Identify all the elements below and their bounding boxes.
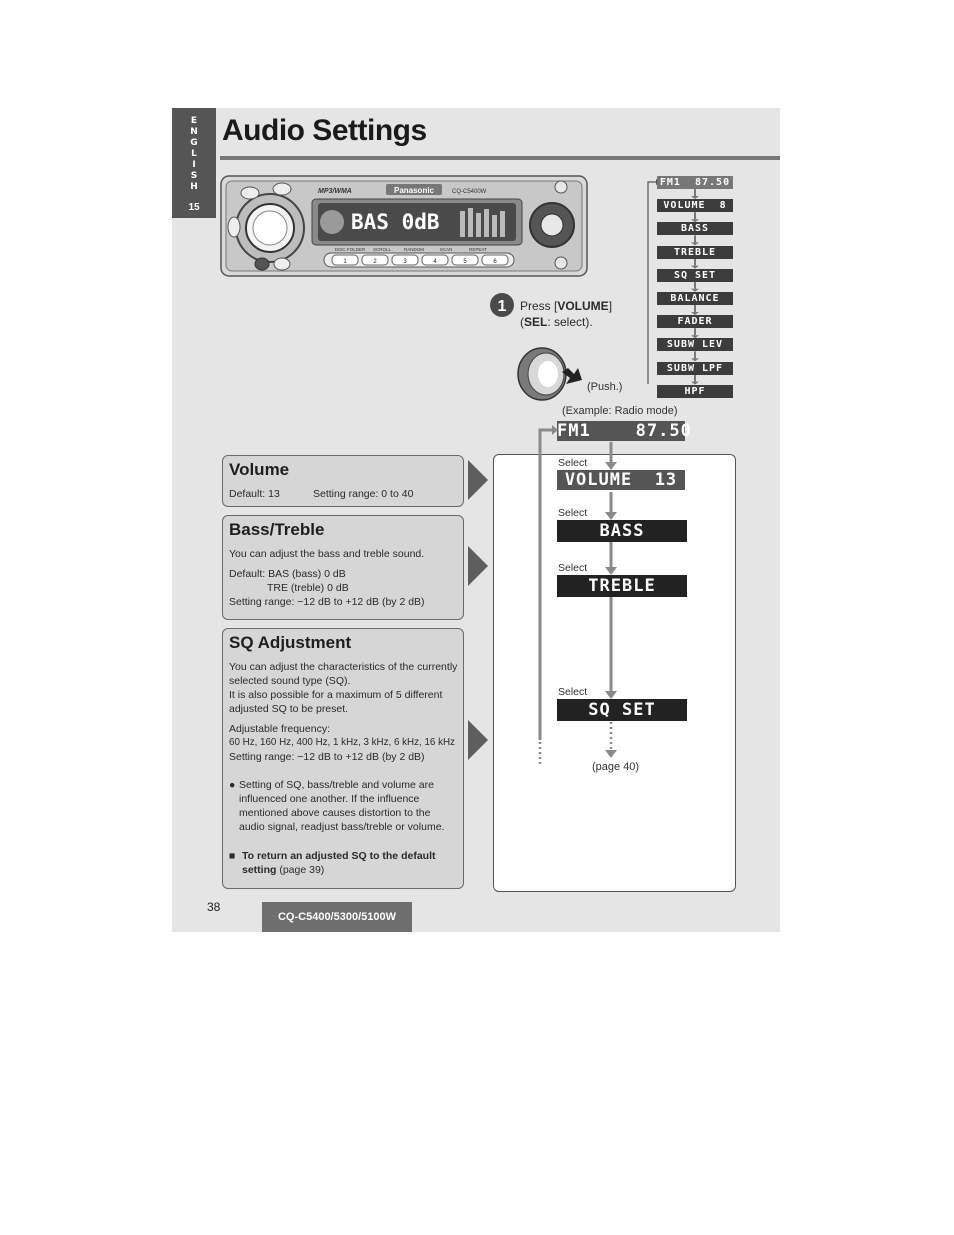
preset-button	[331, 254, 359, 266]
flow-top-display: FM1 87.50	[557, 421, 692, 441]
brand-label: Panasonic	[394, 186, 435, 195]
treble-default: TRE (treble) 0 dB	[267, 582, 349, 594]
sq-note-line: Setting of SQ, bass/treble and volume ar…	[239, 779, 434, 791]
sq-freq-label: Adjustable frequency:	[229, 723, 330, 735]
bass-treble-section: Bass/Treble You can adjust the bass and …	[222, 515, 464, 620]
preset-button	[361, 254, 389, 266]
preset-button-label: 6	[493, 259, 497, 265]
page-reference: (page 40)	[592, 761, 640, 773]
sq-desc-line: It is also possible for a maximum of 5 d…	[229, 689, 443, 701]
mini-menu-item: SQ SET	[657, 268, 733, 282]
model-number: CQ-C5400/5300/5100W	[262, 902, 412, 932]
section-number: 15	[188, 202, 200, 213]
flow-connectors	[538, 425, 617, 765]
bass-treble-range: Setting range: −12 dB to +12 dB (by 2 dB…	[229, 596, 425, 608]
sq-note-line: audio signal, readjust bass/treble or vo…	[239, 821, 445, 833]
page-title: Audio Settings	[222, 114, 427, 147]
sq-note-line: influenced one another. If the influence	[239, 793, 420, 805]
volume-range: Setting range: 0 to 40	[313, 488, 414, 500]
preset-buttons: 1 2 3 4 5 6 DISC·FOLDER SCROLL RANDOM SCAN REPEAT	[331, 247, 509, 266]
bass-default: Default: BAS (bass) 0 dB	[229, 568, 346, 580]
sq-desc-line: adjusted SQ to be preset.	[229, 703, 349, 715]
push-label: (Push.)	[587, 381, 623, 393]
volume-pointer-arrow	[468, 460, 488, 500]
volume-title: Volume	[229, 460, 290, 479]
page-number: 38	[207, 900, 221, 914]
sq-return-line1: To return an adjusted SQ to the default	[242, 850, 436, 862]
select-label: Select	[558, 562, 588, 574]
bullet-icon: ●	[229, 779, 236, 791]
preset-button	[391, 254, 419, 266]
title-divider	[220, 156, 780, 160]
mini-menu-item: VOLUME 8	[657, 199, 733, 213]
head-unit-button-label: SCAN	[440, 247, 453, 252]
step-1-instruction-line1: Press [VOLUME]	[520, 299, 613, 313]
example-label: (Example: Radio mode)	[562, 405, 678, 417]
sq-desc-line: You can adjust the characteristics of th…	[229, 661, 458, 673]
flow-step-bass: BASS	[557, 520, 687, 542]
sq-pointer-arrow	[468, 720, 488, 760]
mini-menu-item: FM1 87.50	[657, 176, 733, 189]
mini-menu-item: HPF	[657, 384, 733, 398]
mini-menu-item: BASS	[657, 222, 733, 236]
head-unit-button-label: REPEAT	[469, 247, 487, 252]
model-label: CQ-C5400W	[452, 189, 487, 195]
sq-title: SQ Adjustment	[229, 633, 352, 652]
flow-step-volume: VOLUME 13	[557, 470, 685, 490]
head-unit-button-label: DISC·FOLDER	[335, 247, 366, 252]
preset-button	[481, 254, 509, 266]
preset-button	[451, 254, 479, 266]
preset-button-label: 4	[433, 259, 437, 265]
flow-step-sq-set: SQ SET	[557, 699, 687, 721]
mini-menu-item: FADER	[657, 315, 733, 329]
sq-note-line: mentioned above causes distortion to the	[239, 807, 431, 819]
preset-button-label: 2	[373, 259, 377, 265]
head-unit-button-label: RANDOM	[404, 247, 424, 252]
head-unit-display-text: BAS 0dB	[351, 210, 440, 234]
svg-text:1: 1	[498, 298, 507, 315]
preset-button-label: 5	[463, 259, 467, 265]
sq-adjustment-section: SQ Adjustment You can adjust the charact…	[222, 628, 464, 889]
mini-menu-arrows	[647, 179, 699, 385]
mini-menu-item: BALANCE	[657, 292, 733, 305]
volume-section: Volume Default: 13 Setting range: 0 to 4…	[222, 455, 464, 507]
sq-desc-line: selected sound type (SQ).	[229, 675, 351, 687]
step-1-badge: 1	[490, 293, 514, 317]
select-label: Select	[558, 686, 588, 698]
head-unit-button-label: SCROLL	[373, 247, 392, 252]
square-bullet-icon: ■	[229, 850, 236, 862]
preset-button-label: 3	[403, 259, 407, 265]
head-unit-illustration: BAS 0dB Panasonic MP3/WMA CQ-C5400W 1 2 3 4…	[220, 175, 588, 277]
bass-treble-title: Bass/Treble	[229, 520, 325, 539]
mini-menu-item: SUBW LPF	[657, 361, 733, 375]
mini-menu-item: TREBLE	[657, 245, 733, 259]
select-label: Select	[558, 457, 588, 469]
volume-default: Default: 13	[229, 488, 280, 500]
sq-range: Setting range: −12 dB to +12 dB (by 2 dB…	[229, 751, 425, 763]
preset-button	[421, 254, 449, 266]
bass-treble-pointer-arrow	[468, 546, 488, 586]
mini-menu-item: SUBW LEV	[657, 338, 733, 352]
bass-treble-description: You can adjust the bass and treble sound…	[229, 548, 425, 560]
flow-step-treble: TREBLE	[557, 575, 687, 597]
select-label: Select	[558, 507, 588, 519]
format-label: MP3/WMA	[318, 188, 352, 195]
preset-button-label: 1	[343, 259, 347, 265]
step-1-instruction-line2: (SEL: select).	[520, 315, 593, 329]
volume-knob-push-illustration	[517, 347, 582, 401]
sq-return-line2: setting (page 39)	[242, 864, 325, 876]
sq-freq-values: 60 Hz, 160 Hz, 400 Hz, 1 kHz, 3 kHz, 6 k…	[229, 737, 455, 748]
